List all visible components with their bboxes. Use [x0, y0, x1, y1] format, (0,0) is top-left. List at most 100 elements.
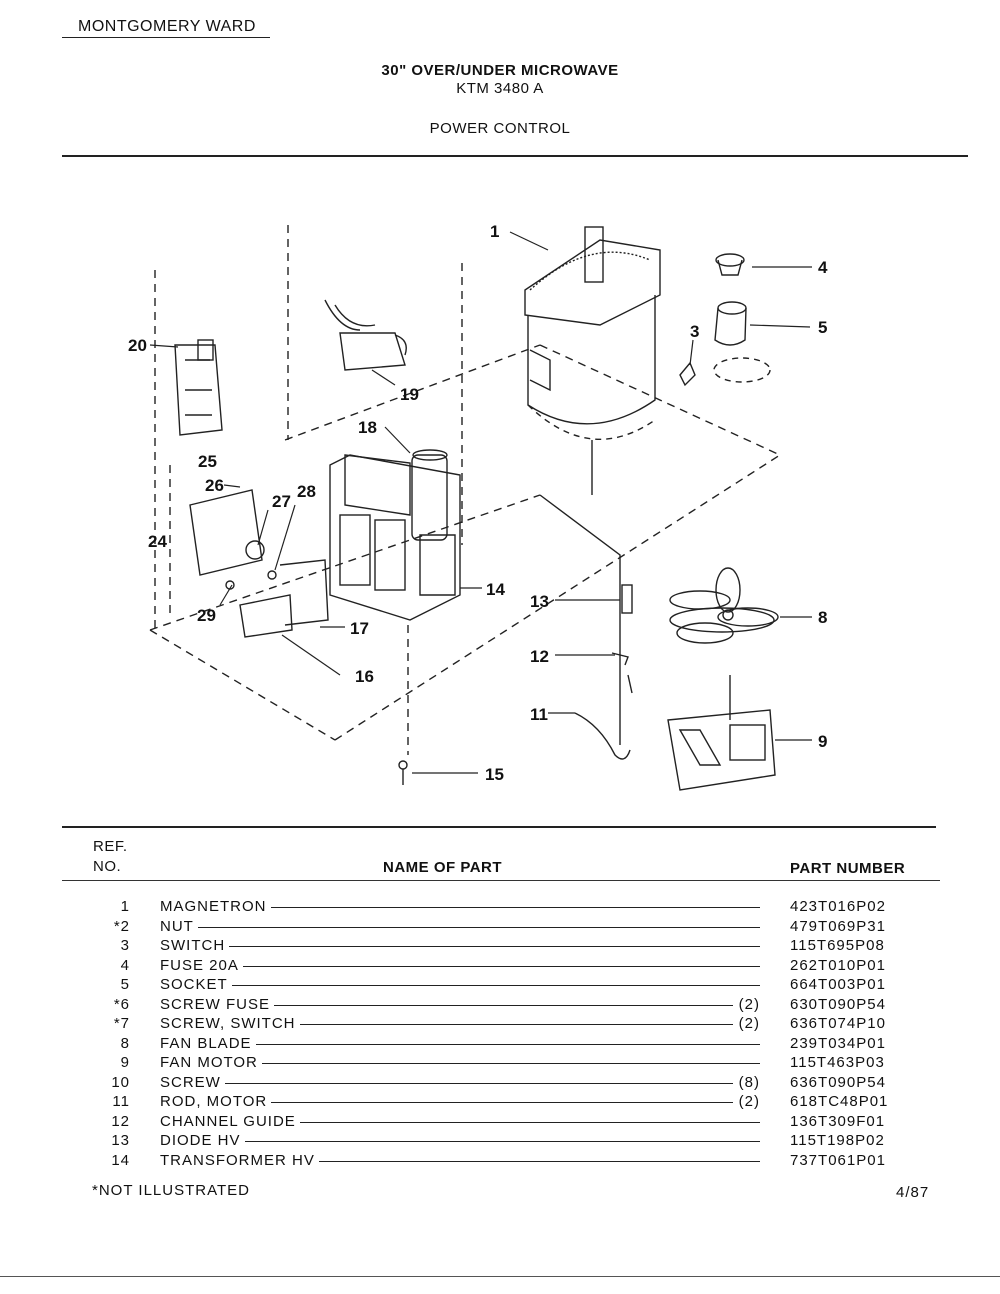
transformer-drawing [329, 454, 461, 621]
fan-motor-drawing [667, 675, 776, 791]
part-name: ROD, MOTOR [160, 1093, 272, 1110]
ref-header-line2: NO. [93, 858, 122, 875]
callout-3: 3 [690, 322, 699, 341]
part-number: 115T463P03 [790, 1054, 885, 1071]
leader-line [160, 1063, 760, 1064]
document-title: 30" OVER/UNDER MICROWAVE [381, 62, 619, 79]
fuse-drawing [715, 253, 745, 276]
diode-drawing [621, 584, 633, 614]
callout-27: 27 [272, 492, 291, 511]
callout-17: 17 [350, 619, 369, 638]
part-number: 115T695P08 [790, 937, 885, 954]
brand-name: MONTGOMERY WARD [78, 18, 256, 35]
socket-drawing [713, 301, 771, 383]
part-number: 239T034P01 [790, 1034, 886, 1052]
exploded-parts-diagram: 1 3 4 5 8 9 11 12 13 14 15 16 17 18 19 2… [128, 222, 828, 791]
leader-line [160, 1082, 760, 1084]
table-row: 4 FUSE 20A 262T010P01 [80, 956, 940, 976]
footnote: *NOT ILLUSTRATED [92, 1182, 250, 1199]
part-number-header: PART NUMBER [790, 860, 906, 877]
callout-19: 19 [400, 385, 419, 404]
fan-blade-drawing [669, 567, 779, 644]
quantity: (2) [732, 1015, 760, 1032]
ref-number: 10 [111, 1073, 130, 1091]
bracket-drawing [174, 339, 223, 436]
section-title: POWER CONTROL [429, 120, 571, 137]
table-top-rule [62, 826, 936, 828]
part-name: NUT [160, 917, 198, 935]
ref-number: *2 [113, 917, 130, 935]
part-number: 618TC48P01 [790, 1093, 889, 1110]
capacitor-drawing [411, 449, 448, 541]
terminal-block-drawing [324, 299, 407, 371]
callout-12: 12 [530, 647, 549, 666]
callout-26: 26 [205, 476, 224, 495]
part-number: 737T061P01 [790, 1151, 886, 1169]
part-number: 262T010P01 [790, 956, 886, 974]
callout-15: 15 [485, 765, 504, 784]
callout-8: 8 [818, 608, 827, 627]
ref-number: 12 [111, 1112, 130, 1130]
callout-1: 1 [490, 222, 499, 241]
part-name: FUSE 20A [160, 956, 243, 974]
brand-underline [62, 37, 270, 38]
ref-number: *7 [113, 1015, 130, 1032]
leader-line [160, 985, 760, 986]
quantity: (8) [732, 1073, 760, 1091]
ref-number: 3 [120, 937, 130, 954]
leader-line [160, 926, 760, 928]
part-number: 423T016P02 [790, 898, 886, 915]
leader-line [160, 1121, 760, 1123]
leader-line [160, 1004, 760, 1006]
leader-line [160, 1024, 760, 1025]
magnetron-drawing [524, 226, 661, 495]
part-number: 636T074P10 [790, 1015, 886, 1032]
switch-drawing [679, 361, 696, 387]
ref-number: 4 [120, 956, 130, 974]
part-name: MAGNETRON [160, 898, 271, 915]
ref-number: 8 [120, 1034, 130, 1052]
revision-date: 4/87 [896, 1184, 930, 1201]
part-name: SOCKET [160, 976, 232, 993]
part-name: DIODE HV [160, 1132, 245, 1149]
callout-29: 29 [197, 606, 216, 625]
table-row: *7 SCREW, SWITCH (2) 636T074P10 [80, 1015, 940, 1034]
callout-leaders [149, 231, 812, 774]
part-number: 664T003P01 [790, 976, 886, 993]
ref-number: 9 [120, 1054, 130, 1071]
part-number: 630T090P54 [790, 995, 886, 1013]
motor-rod-drawing [574, 674, 633, 760]
leader-line [160, 1141, 760, 1142]
callout-14: 14 [486, 580, 505, 599]
quantity: (2) [732, 1093, 760, 1110]
ref-number: 5 [120, 976, 130, 993]
page-bottom-rule [0, 1276, 1000, 1277]
header-underline [62, 880, 940, 881]
ref-header-line1: REF. [93, 838, 128, 855]
leader-line [160, 1102, 760, 1103]
ref-number: 14 [111, 1151, 130, 1169]
ref-number: *6 [113, 995, 130, 1013]
leader-line [160, 1043, 760, 1045]
part-number: 636T090P54 [790, 1073, 886, 1091]
table-row: 9 FAN MOTOR 115T463P03 [80, 1054, 940, 1073]
screw-drawing [398, 760, 408, 785]
part-name: SCREW, SWITCH [160, 1015, 300, 1032]
table-row: 5 SOCKET 664T003P01 [80, 976, 940, 995]
part-number: 136T309F01 [790, 1112, 886, 1130]
ref-number: 13 [111, 1132, 130, 1149]
callout-28: 28 [297, 482, 316, 501]
leader-line [160, 965, 760, 967]
part-name: FAN MOTOR [160, 1054, 262, 1071]
callout-4: 4 [818, 258, 828, 277]
ref-number: 11 [112, 1093, 130, 1110]
callout-20: 20 [128, 336, 147, 355]
name-header: NAME OF PART [383, 859, 503, 876]
callout-18: 18 [358, 418, 377, 437]
base-plane-outline [149, 225, 781, 755]
callout-16: 16 [355, 667, 374, 686]
